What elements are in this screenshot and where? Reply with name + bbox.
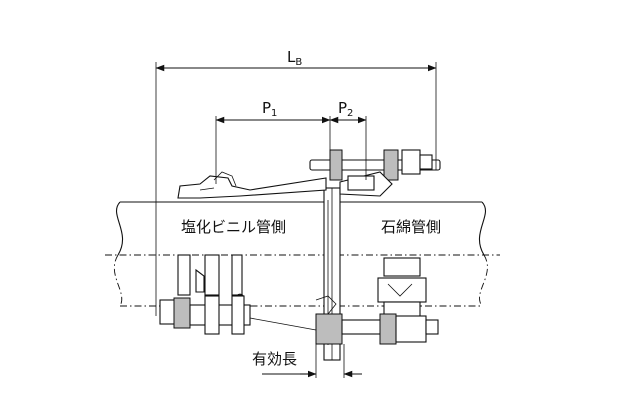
left-label-bg	[178, 214, 296, 238]
effective-length-label: 有効長	[252, 350, 297, 368]
leader-line	[249, 317, 317, 331]
p2-label: P2	[338, 99, 353, 119]
extension-lines	[155, 62, 437, 378]
right-flange-top	[309, 149, 441, 197]
left-flange-top	[177, 171, 327, 199]
right-side-label: 石綿管側	[381, 218, 441, 236]
left-lower-assembly	[159, 254, 251, 335]
right-lower-assembly	[315, 257, 439, 345]
right-label-bg	[378, 214, 454, 238]
p1-label: P1	[262, 99, 277, 119]
left-side-label: 塩化ビニル管側	[181, 218, 286, 236]
right-pipe	[338, 201, 488, 307]
lb-label: LB	[287, 48, 302, 68]
